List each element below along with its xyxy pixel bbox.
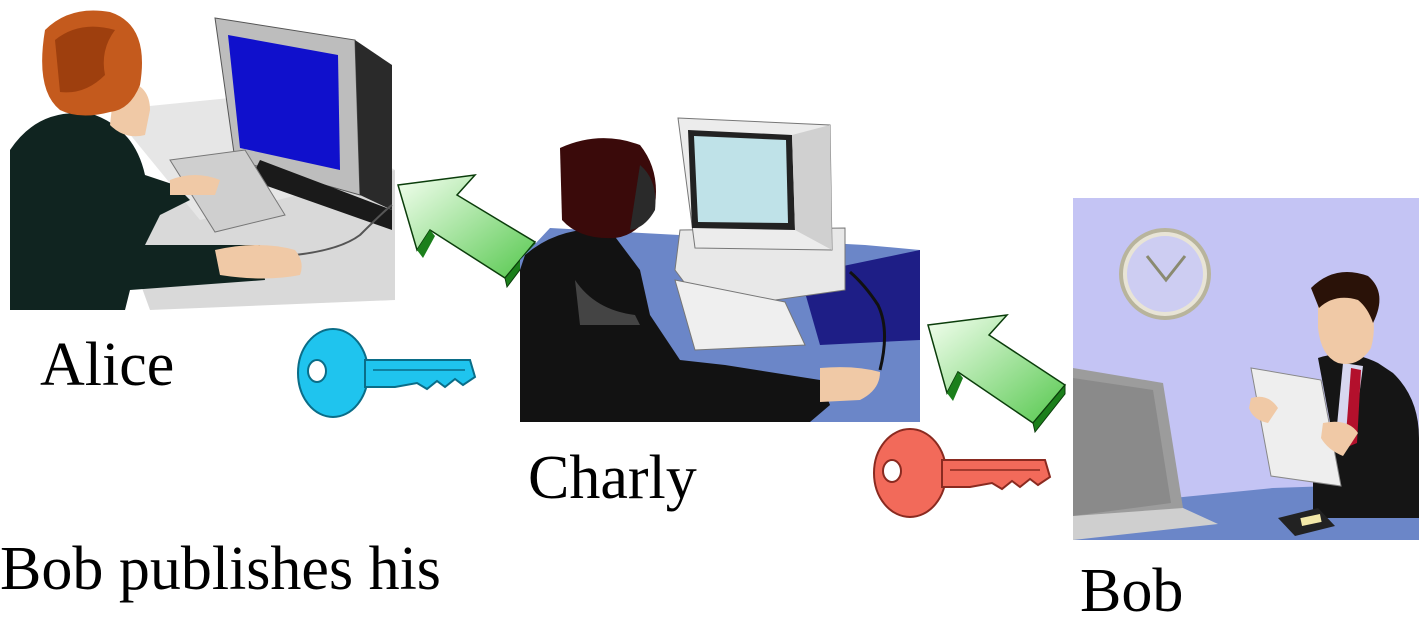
- alice-monitor: [214, 17, 392, 230]
- caption-text: Bob publishes his: [0, 535, 441, 603]
- arrow-to-alice-icon: [397, 173, 537, 289]
- red-key-icon: [873, 428, 1052, 518]
- wall-clock-icon: [1119, 228, 1211, 320]
- charly-label: Charly: [528, 444, 697, 512]
- alice-label: Alice: [40, 331, 175, 399]
- arrow-to-charly-icon: [927, 314, 1067, 434]
- blue-key-icon: [297, 328, 477, 418]
- charly-scene: [520, 117, 920, 422]
- charly-monitor: [677, 117, 833, 251]
- bob-label: Bob: [1080, 557, 1184, 625]
- alice-scene: [10, 10, 395, 310]
- bob-scene: [1073, 198, 1419, 540]
